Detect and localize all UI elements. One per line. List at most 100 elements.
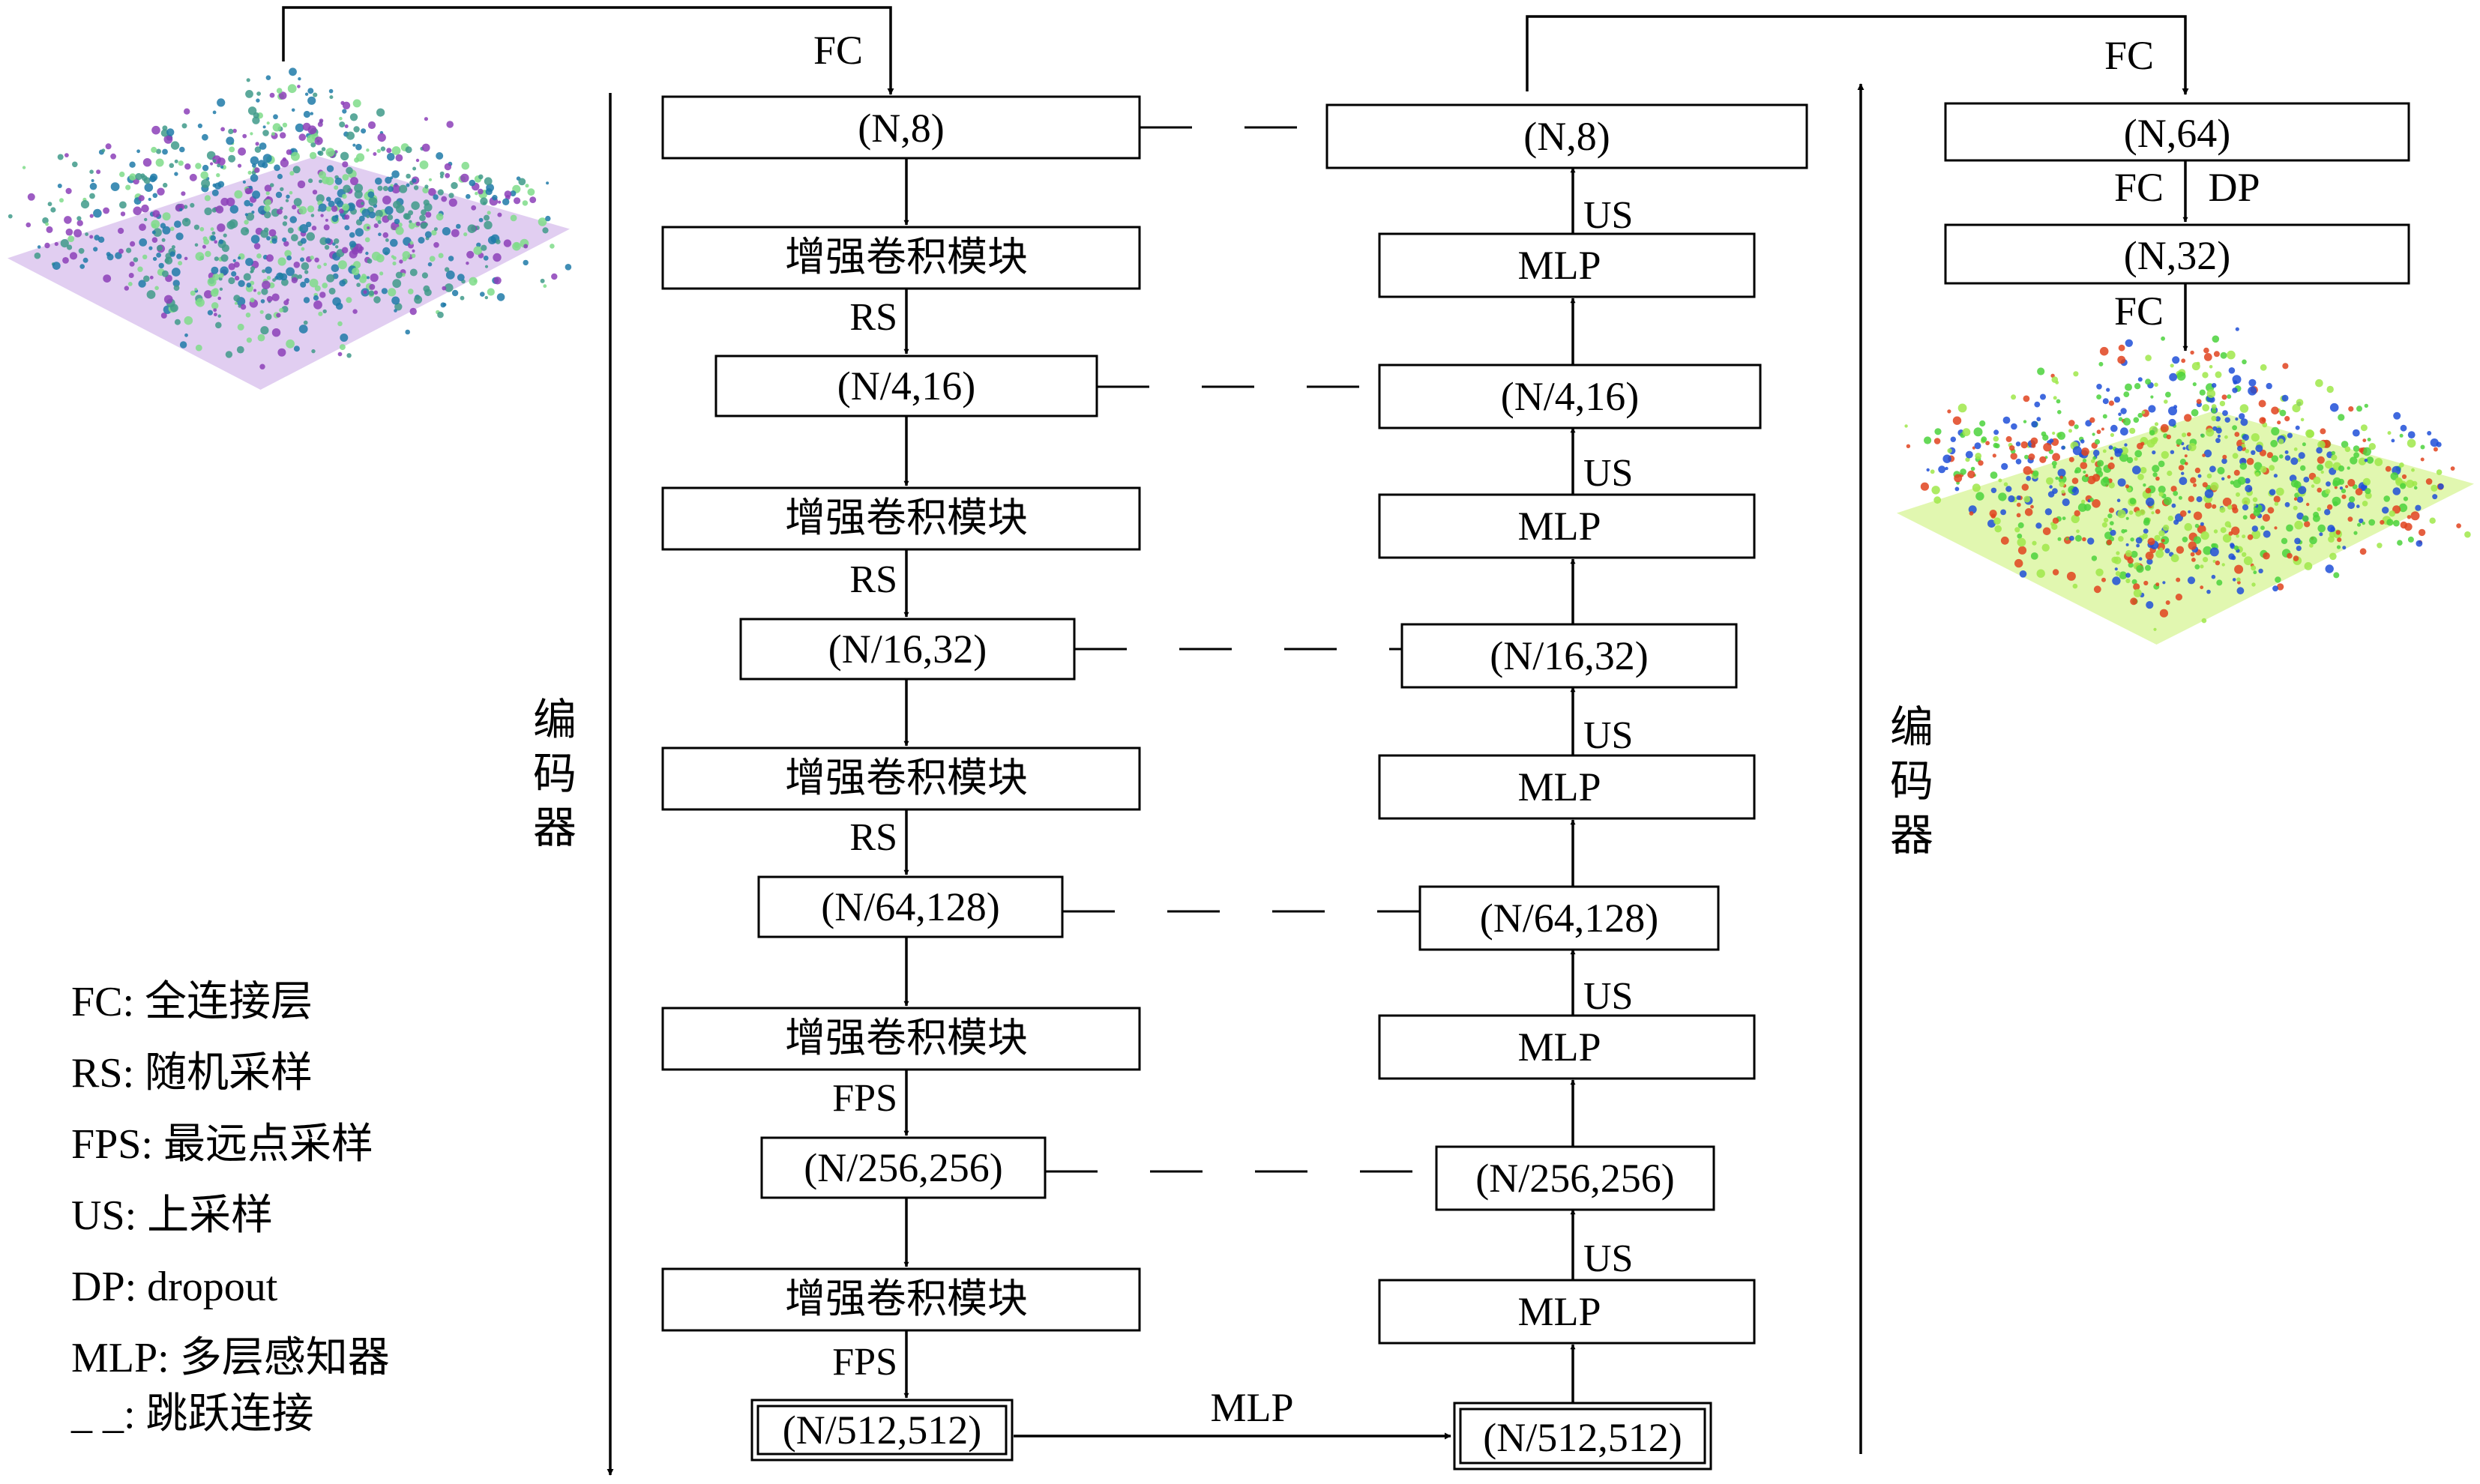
point-cloud-point [72, 161, 78, 168]
point-cloud-point [2098, 361, 2104, 367]
point-cloud-point [2231, 526, 2240, 535]
point-cloud-point [2030, 552, 2038, 560]
point-cloud-point [2089, 498, 2094, 502]
point-cloud-point [1990, 487, 1997, 493]
point-cloud-point [2134, 456, 2138, 461]
point-cloud-point [214, 256, 219, 262]
point-cloud-point [2293, 480, 2302, 489]
point-cloud-point [2115, 571, 2121, 576]
point-cloud-point [2339, 486, 2344, 490]
point-cloud-point [346, 297, 352, 304]
point-cloud-point [262, 280, 271, 290]
point-cloud-point [266, 276, 271, 280]
point-cloud-point [78, 247, 85, 254]
point-cloud-point [93, 208, 102, 218]
point-cloud-point [2212, 383, 2217, 388]
point-cloud-point [394, 218, 400, 225]
point-cloud-point [2202, 404, 2210, 411]
point-cloud-point [321, 147, 326, 151]
point-cloud-point [2074, 424, 2079, 429]
point-cloud-point [2387, 431, 2392, 435]
point-cloud-point [412, 178, 417, 183]
point-cloud-point [2109, 521, 2114, 525]
point-cloud-point [1974, 442, 1981, 450]
point-cloud-point [2302, 515, 2309, 522]
point-cloud-point [442, 303, 447, 307]
point-cloud-point [42, 217, 49, 224]
point-cloud-point [178, 160, 184, 166]
point-cloud-point [523, 259, 529, 266]
point-cloud-point [2016, 502, 2021, 507]
point-cloud-point [2416, 540, 2423, 547]
point-cloud-point [352, 99, 361, 108]
point-cloud-point [217, 314, 221, 318]
point-cloud-point [493, 277, 502, 285]
point-cloud-point [518, 178, 526, 186]
point-cloud-point [244, 220, 249, 225]
input-point-cloud-image [7, 67, 572, 390]
point-cloud-point [413, 185, 419, 190]
point-cloud-point [343, 184, 351, 193]
point-cloud-point [300, 281, 307, 288]
point-cloud-point [250, 156, 259, 165]
point-cloud-point [262, 269, 266, 274]
point-cloud-point [149, 275, 154, 280]
point-cloud-point [1947, 409, 1951, 414]
point-cloud-point [2251, 565, 2257, 571]
point-cloud-point [212, 110, 217, 115]
point-cloud-point [439, 175, 444, 179]
point-cloud-point [411, 253, 416, 259]
point-cloud-point [2304, 562, 2313, 570]
point-cloud-point [2110, 424, 2118, 432]
point-cloud-point [2353, 531, 2358, 535]
point-cloud-point [373, 223, 379, 229]
point-cloud-point [2074, 534, 2082, 542]
point-cloud-point [266, 121, 270, 125]
point-cloud-point [334, 177, 343, 185]
point-cloud-point [392, 279, 402, 289]
point-cloud-point [2014, 527, 2020, 533]
point-cloud-point [242, 133, 247, 139]
encoder-input-output: (N,8) [858, 106, 944, 151]
point-cloud-point [2367, 438, 2371, 441]
point-cloud-point [320, 214, 324, 217]
enhanced-conv-block [661, 1007, 1141, 1071]
point-cloud-point [418, 237, 425, 244]
enhanced-conv-block [661, 226, 1141, 290]
point-cloud-point [133, 257, 139, 262]
point-cloud-point [1969, 511, 1974, 516]
point-cloud-point [217, 181, 225, 188]
point-cloud-point [212, 159, 217, 163]
point-cloud-point [2399, 462, 2404, 468]
point-cloud-point [310, 112, 313, 115]
point-cloud-point [211, 302, 219, 310]
point-cloud-point [1993, 517, 2001, 525]
point-cloud-point [319, 179, 322, 184]
point-cloud-point [2341, 489, 2347, 494]
point-cloud-point [2170, 486, 2177, 492]
point-cloud-point [339, 208, 344, 214]
legend-entry: MLP: 多层感知器 [71, 1335, 390, 1381]
encoder-feature-label: (N/4,16) [837, 364, 975, 408]
point-cloud-point [2164, 399, 2168, 404]
point-cloud-point [405, 329, 410, 335]
point-cloud-point [2168, 406, 2177, 416]
point-cloud-point [422, 187, 429, 193]
point-cloud-point [2066, 571, 2076, 581]
point-cloud-point [2270, 439, 2278, 447]
point-cloud-point [1987, 519, 1996, 528]
point-cloud-point [2347, 516, 2353, 522]
point-cloud-point [79, 264, 85, 269]
point-cloud-point [255, 142, 259, 146]
point-cloud-point [1998, 478, 2002, 483]
point-cloud-point [456, 223, 461, 229]
point-cloud-point [271, 132, 275, 136]
point-cloud-point [2097, 459, 2104, 467]
point-cloud-point [341, 247, 349, 254]
point-cloud-point [2062, 498, 2070, 507]
point-cloud-point [2014, 558, 2023, 568]
point-cloud-point [381, 288, 388, 295]
point-cloud-point [319, 292, 326, 298]
point-cloud-point [2251, 525, 2258, 532]
point-cloud-point [2082, 458, 2087, 463]
